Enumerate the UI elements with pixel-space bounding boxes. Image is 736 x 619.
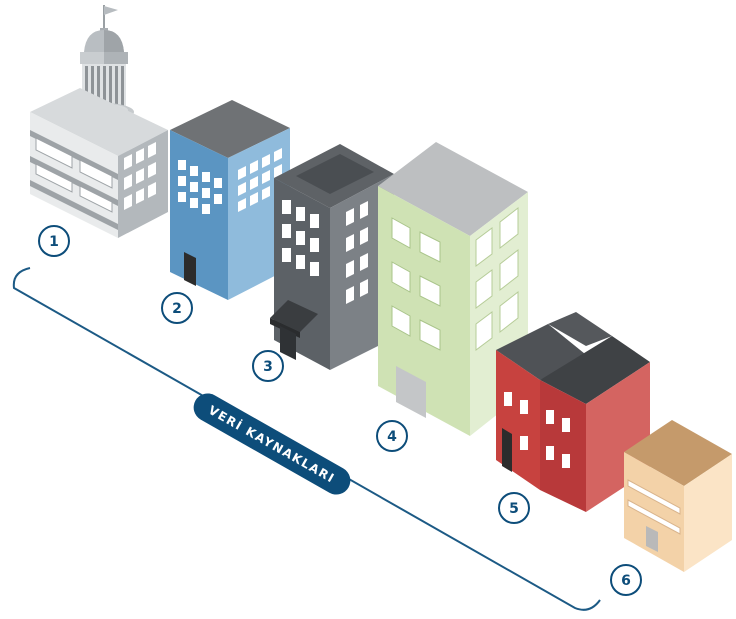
number-badge-1: 1 [38, 225, 70, 257]
number-badge-2: 2 [161, 292, 193, 324]
number-badge-4: 4 [376, 420, 408, 452]
number-badge-6: 6 [610, 564, 642, 596]
number-badge-3: 3 [252, 350, 284, 382]
data-sources-label-text: VERİ KAYNAKLARI [206, 402, 338, 486]
building-1-capitol [30, 5, 168, 238]
number-badge-4-text: 4 [387, 429, 397, 445]
number-badge-2-text: 2 [172, 301, 182, 317]
number-badge-1-text: 1 [49, 234, 59, 250]
number-badge-5: 5 [498, 492, 530, 524]
building-2-blue [170, 100, 290, 300]
number-badge-6-text: 6 [621, 573, 631, 589]
number-badge-5-text: 5 [509, 501, 519, 517]
building-3-dark-gray [270, 144, 394, 370]
data-sources-label: VERİ KAYNAKLARI [193, 393, 351, 495]
building-6-orange [624, 420, 732, 572]
number-badge-3-text: 3 [263, 359, 273, 375]
